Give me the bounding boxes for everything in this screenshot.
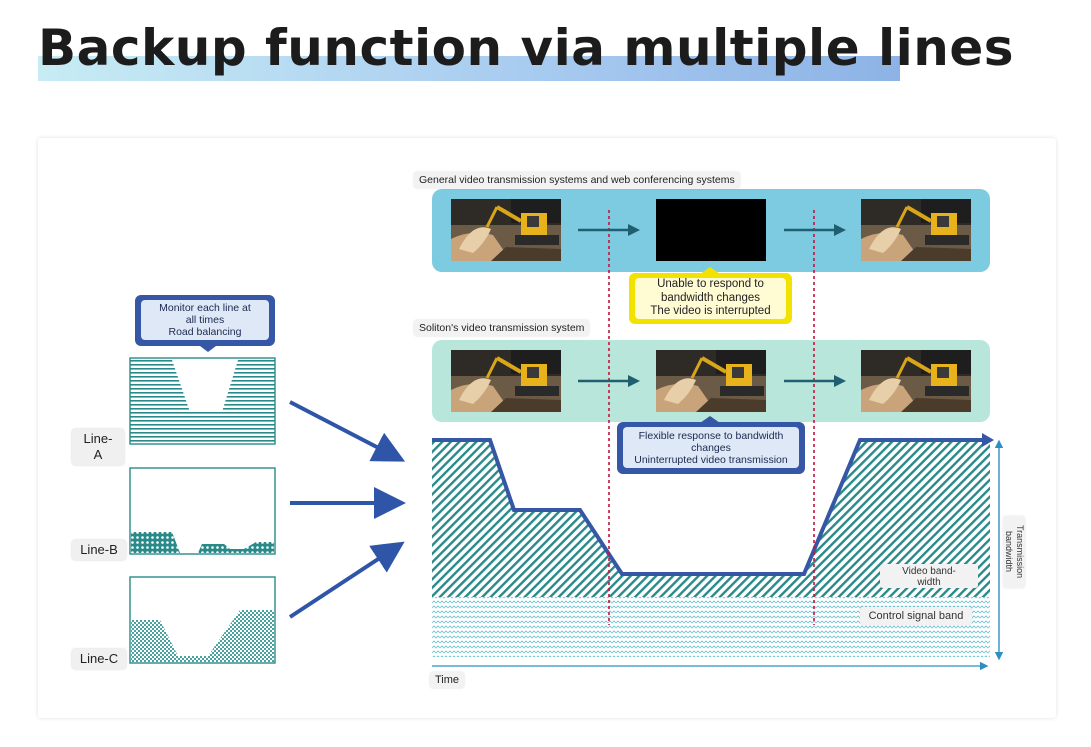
interrupted-callout: Unable to respond to bandwidth changes T… [629, 273, 792, 324]
line-a-label: Line- A [72, 429, 124, 465]
control-signal-band-area [432, 597, 990, 657]
flexible-callout-line-3: Uninterrupted video transmission [634, 453, 788, 466]
flexible-callout-line-1: Flexible response to bandwidth [638, 429, 784, 442]
line-b-chart [129, 467, 276, 555]
video-thumbnails [451, 199, 971, 412]
control-signal-band-label: Control signal band [860, 607, 972, 625]
excavator-photo [451, 350, 561, 412]
line-a-chart [129, 357, 276, 445]
excavator-photo [861, 199, 971, 261]
flexible-callout-line-2: changes [691, 441, 731, 454]
video-bandwidth-area [432, 440, 990, 597]
bandwidth-axis-label-1: Transmission [1015, 525, 1025, 579]
bandwidth-curve [432, 438, 985, 576]
line-a-label-2: A [93, 447, 103, 462]
video-bandwidth-label: Video band- width [880, 564, 978, 588]
interrupted-callout-line-1: Unable to respond to [657, 278, 764, 291]
top-system-label: General video transmission systems and w… [414, 172, 740, 188]
line-a-label-1: Line- [83, 431, 113, 446]
bandwidth-axis-label-2: bandwidth [1004, 531, 1014, 573]
video-bandwidth-label-1: Video band- [902, 566, 956, 577]
excavator-photo [451, 199, 561, 261]
arrow-line-a [289, 400, 406, 462]
bandwidth-axis-label: Transmission bandwidth [1003, 516, 1025, 588]
middle-arrows [578, 375, 846, 387]
excavator-photo [861, 350, 971, 412]
line-c-chart [129, 576, 276, 664]
monitor-callout-line-3: Road balancing [168, 326, 242, 338]
line-c-label: Line-C [72, 649, 126, 669]
top-arrows [578, 224, 846, 236]
interrupted-callout-line-2: bandwidth changes [660, 291, 761, 304]
excavator-photo [656, 350, 766, 412]
middle-system-label: Soliton's video transmission system [414, 320, 590, 336]
interrupted-callout-line-3: The video is interrupted [650, 305, 771, 318]
flexible-callout: Flexible response to bandwidth changes U… [617, 422, 805, 474]
title-highlight [38, 56, 900, 81]
monitor-callout: Monitor each line at all times Road bala… [135, 295, 275, 346]
monitor-callout-line-1: Monitor each line at [159, 302, 251, 314]
time-axis-label: Time [430, 672, 465, 688]
video-bandwidth-label-2: width [917, 577, 941, 588]
arrow-line-c [288, 541, 405, 619]
page-title: Backup function via multiple lines [38, 19, 1015, 77]
line-b-label: Line-B [72, 540, 126, 560]
interrupted-video-frame [656, 199, 766, 261]
monitor-callout-line-2: all times [185, 314, 225, 326]
